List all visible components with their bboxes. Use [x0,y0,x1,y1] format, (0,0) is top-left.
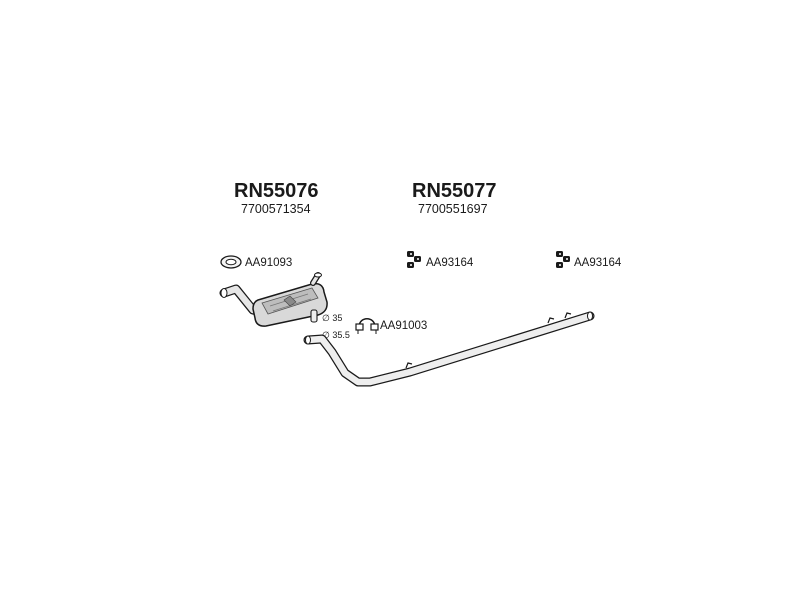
diameter-symbol: ∅ [322,330,330,340]
clamp-code: AA91003 [380,320,428,332]
diameter-value-35: 35 [332,313,343,323]
gasket-code: AA91093 [245,257,293,269]
tailpipe-icon [303,311,595,387]
part-ref-rn55076: RN55076 [234,180,319,202]
oe-number-rn55076: 7700571354 [241,202,311,216]
diameter-value-35-5: 35.5 [332,330,350,340]
part-ref-rn55077: RN55077 [412,180,497,202]
rubber-hanger-icon [556,251,570,268]
gasket-icon [220,255,242,269]
hanger-code-2: AA93164 [574,257,622,269]
muffler-icon [219,272,328,327]
hanger-code-1: AA93164 [426,257,474,269]
oe-number-rn55077: 7700551697 [418,202,488,216]
rubber-hanger-icon [407,251,421,268]
diameter-label-35: ∅ 35 [322,313,342,324]
diameter-label-35-5: ∅ 35.5 [322,330,350,341]
clamp-icon [355,318,379,334]
diameter-symbol: ∅ [322,313,330,323]
